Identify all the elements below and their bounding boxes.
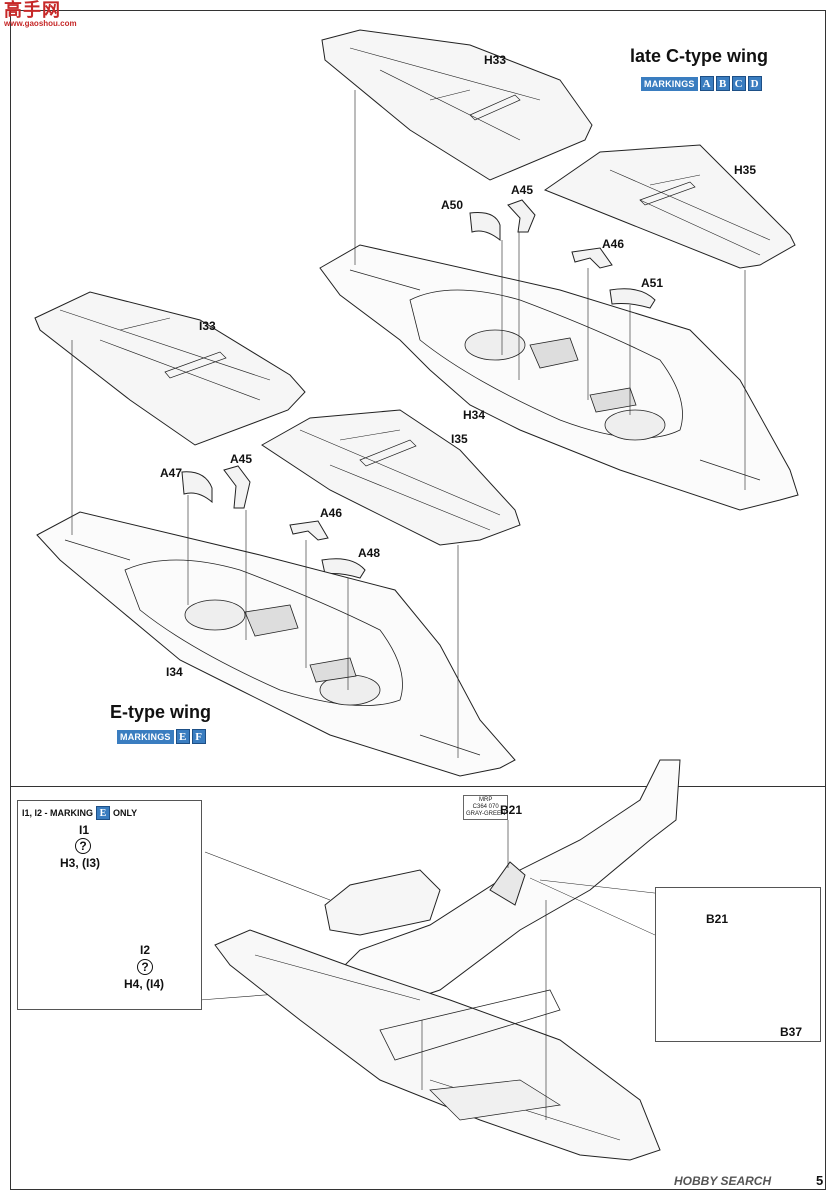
hobby-search-watermark: HOBBY SEARCH xyxy=(674,1174,772,1188)
h33-wing-panel xyxy=(321,29,593,181)
c-type-markings: MARKINGS A B C D xyxy=(641,76,762,91)
inset-marking-letter: E xyxy=(96,806,111,820)
label-b21: B21 xyxy=(500,803,523,817)
a46-part-top xyxy=(571,247,613,269)
markings-word: MARKINGS xyxy=(641,76,698,91)
label-h34: H34 xyxy=(463,408,486,422)
label-i33: I33 xyxy=(199,319,216,333)
label-i34: I34 xyxy=(166,665,183,679)
a50-part xyxy=(469,212,501,242)
optional-part-icon: ? xyxy=(75,838,91,854)
marking-letter-c: C xyxy=(731,76,746,91)
h34-lower-wing xyxy=(319,244,799,511)
label-i35: I35 xyxy=(451,432,468,446)
label-a46-mid: A46 xyxy=(320,506,343,520)
paint-color-name: GRAY-GREEN xyxy=(466,811,506,817)
label-a47: A47 xyxy=(160,466,183,480)
i35-wing-panel xyxy=(261,409,521,546)
i33-wing-panel xyxy=(34,291,306,446)
label-a51: A51 xyxy=(641,276,664,290)
marking-letter-e: E xyxy=(175,729,190,744)
watermark-url: www.gaoshou.com xyxy=(4,19,77,28)
label-i2: I2 xyxy=(140,943,151,957)
label-i1-target: H3, (I3) xyxy=(60,856,101,870)
label-i2-target: H4, (I4) xyxy=(124,977,165,991)
marking-e-inset: I1, I2 - MARKING E ONLY xyxy=(17,800,202,1010)
a45-part-mid xyxy=(223,465,251,509)
inset-header-prefix: I1, I2 - MARKING xyxy=(22,808,94,818)
h35-wing-panel xyxy=(543,144,796,269)
label-b21-detail: B21 xyxy=(706,912,729,926)
paint-brand: MRP xyxy=(479,797,493,803)
a46-part-mid xyxy=(289,520,329,541)
label-a46-top: A46 xyxy=(602,237,625,251)
page-number: 5 xyxy=(816,1173,824,1188)
a51-part xyxy=(609,288,656,309)
watermark-brand: 高手网 xyxy=(4,0,61,21)
a47-part xyxy=(181,471,213,504)
cowling-panel xyxy=(324,869,441,936)
label-a45-top: A45 xyxy=(511,183,534,197)
label-a50: A50 xyxy=(441,198,464,212)
marking-letter-d: D xyxy=(747,76,762,91)
page-frame xyxy=(10,10,826,1190)
marking-letter-b: B xyxy=(715,76,730,91)
e-type-markings: MARKINGS E F xyxy=(117,729,206,744)
label-a48: A48 xyxy=(358,546,381,560)
i34-lower-wing xyxy=(36,511,516,777)
watermark-logo: 高手网 www.gaoshou.com xyxy=(4,2,77,28)
paint-codes: C364 070 xyxy=(472,804,499,810)
label-h33: H33 xyxy=(484,53,507,67)
label-a45-mid: A45 xyxy=(230,452,253,466)
markings-word: MARKINGS xyxy=(117,729,174,744)
section-divider xyxy=(10,786,826,787)
inset-header-suffix: ONLY xyxy=(113,808,138,818)
e-type-wing-title: E-type wing xyxy=(110,702,212,722)
c-type-wing-title: late C-type wing xyxy=(630,46,769,66)
label-b37: B37 xyxy=(780,1025,803,1039)
windscreen-detail-box xyxy=(655,887,821,1042)
marking-letter-f: F xyxy=(191,729,206,744)
a45-part-top xyxy=(507,199,536,233)
label-h35: H35 xyxy=(734,163,757,177)
paint-callout: MRP C364 070 GRAY-GREEN xyxy=(463,795,509,820)
label-i1: I1 xyxy=(79,823,90,837)
optional-part-icon: ? xyxy=(137,959,153,975)
inset-header: I1, I2 - MARKING E ONLY xyxy=(22,806,137,820)
marking-letter-a: A xyxy=(699,76,714,91)
